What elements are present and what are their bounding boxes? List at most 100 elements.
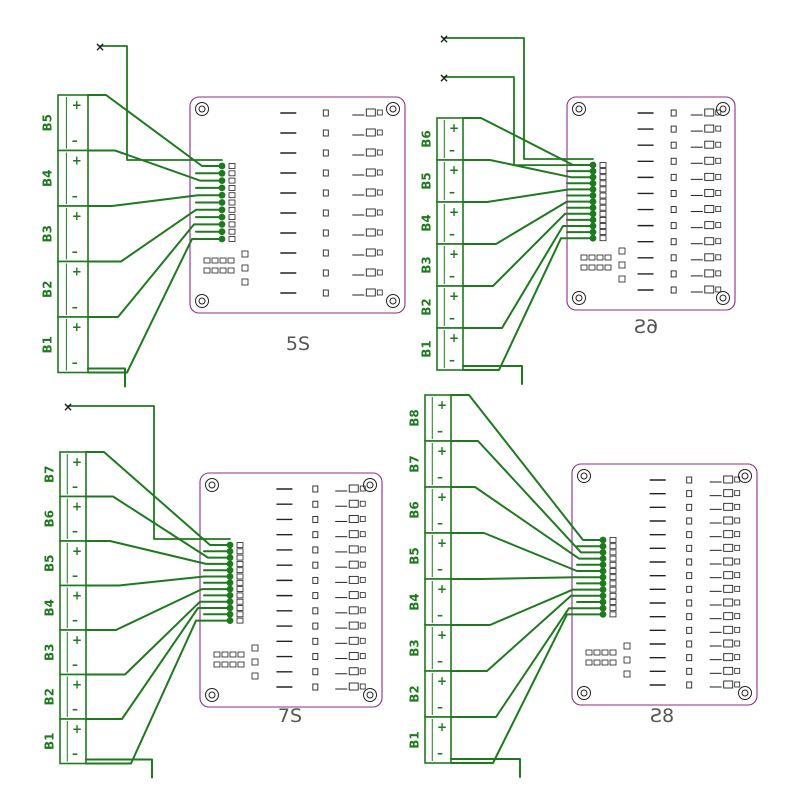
cap-mark [376,149,383,156]
pad-mark [312,531,319,539]
negative-wire [450,758,521,778]
chip-mark [365,128,376,137]
cap-mark [734,585,741,592]
smd-mark [241,250,249,258]
cap-mark [359,622,366,629]
cell-label: B2 [43,688,57,706]
cap-mark [734,667,741,674]
open-ends-6s: ×× [439,32,594,166]
chip-mark [365,108,376,117]
smd-mark [203,257,211,264]
mounting-hole [738,469,752,483]
balance-wires-8s [450,394,604,778]
bms-board-6s [566,96,736,311]
chip-mark [723,584,734,593]
balance-wire [450,588,604,626]
mounting-hole [205,688,219,702]
pad-mark [312,500,319,508]
smd-mark [219,267,227,274]
chip-mark [348,682,359,691]
plus-sign: + [437,444,447,458]
mounting-hole [386,102,400,116]
minus-sign: – [437,562,443,576]
balance-wire [450,607,604,718]
panel-title: 7S [278,705,302,727]
open-ends-7s: × [63,400,231,540]
minus-sign: – [72,702,78,716]
pad-mark [686,667,693,675]
smd-mark [251,672,259,680]
mounting-hole-inner [389,105,397,113]
cap-mark [734,531,741,538]
pad-mark [670,109,677,117]
plus-sign: + [437,628,447,642]
panel-title: 8S [650,705,674,727]
mounting-hole-inner [741,689,749,697]
plus-sign: + [449,205,459,219]
panel-5s: +–B5+–B4+–B3+–B2+–B1×5S [41,40,406,388]
chip-mark [348,484,359,493]
pad-mark [322,269,329,277]
pin-pad [599,180,607,187]
chip-mark [348,621,359,630]
plus-sign: + [72,98,82,112]
negative-wire [462,365,523,385]
balance-wire [87,149,223,182]
pin-pad [599,186,607,193]
mounting-hole-inner [208,481,216,489]
pad-mark [312,485,319,493]
pin-pad [609,549,617,556]
balance-wire [450,486,604,560]
cap-mark [734,572,741,579]
pad-mark [670,190,677,197]
negative-wire [87,367,126,388]
pad-mark [686,503,693,511]
smd-mark [213,661,221,668]
battery-cell: +–B6 [43,495,87,542]
mounting-hole [738,686,752,700]
chip-mark [365,268,376,277]
battery-cell: +–B3 [420,243,464,287]
balance-wire [462,237,594,371]
pin-pad [599,210,607,217]
balance-wire [87,223,223,318]
cap-mark [359,500,366,507]
balance-wire [87,194,223,207]
balance-wire [450,440,604,554]
cell-label: B3 [420,256,434,274]
chip-mark [348,575,359,584]
bms-board-7s [199,472,383,708]
cell-body [59,673,87,720]
balance-wire [85,588,231,631]
pin-pad [609,543,617,550]
chip-mark [365,188,376,197]
chip-mark [723,475,734,484]
cap-mark [359,485,366,492]
cell-body [436,327,464,371]
pad-mark [670,270,677,278]
cell-body [424,532,452,580]
plus-sign: + [72,265,82,279]
balance-wire [450,594,604,672]
pad-mark [686,681,693,689]
mounting-hole-inner [580,689,588,697]
mounting-hole [577,686,591,700]
cell-body [57,94,89,152]
battery-cell: +–B4 [408,578,452,626]
balance-wire [87,208,223,263]
cell-label: B1 [43,733,57,751]
pad-mark [670,141,677,149]
smd-mark [596,264,604,271]
cell-body [424,624,452,672]
mounting-hole-inner [198,105,206,113]
pin-pad [236,611,244,618]
pad-mark [312,561,319,569]
mounting-hole [195,102,209,116]
minus-sign: – [437,470,443,484]
chip-mark [348,591,359,600]
chip-mark [723,598,734,607]
cap-mark [715,109,722,116]
battery-cell: +–B1 [43,718,87,765]
board-outline [566,96,736,311]
